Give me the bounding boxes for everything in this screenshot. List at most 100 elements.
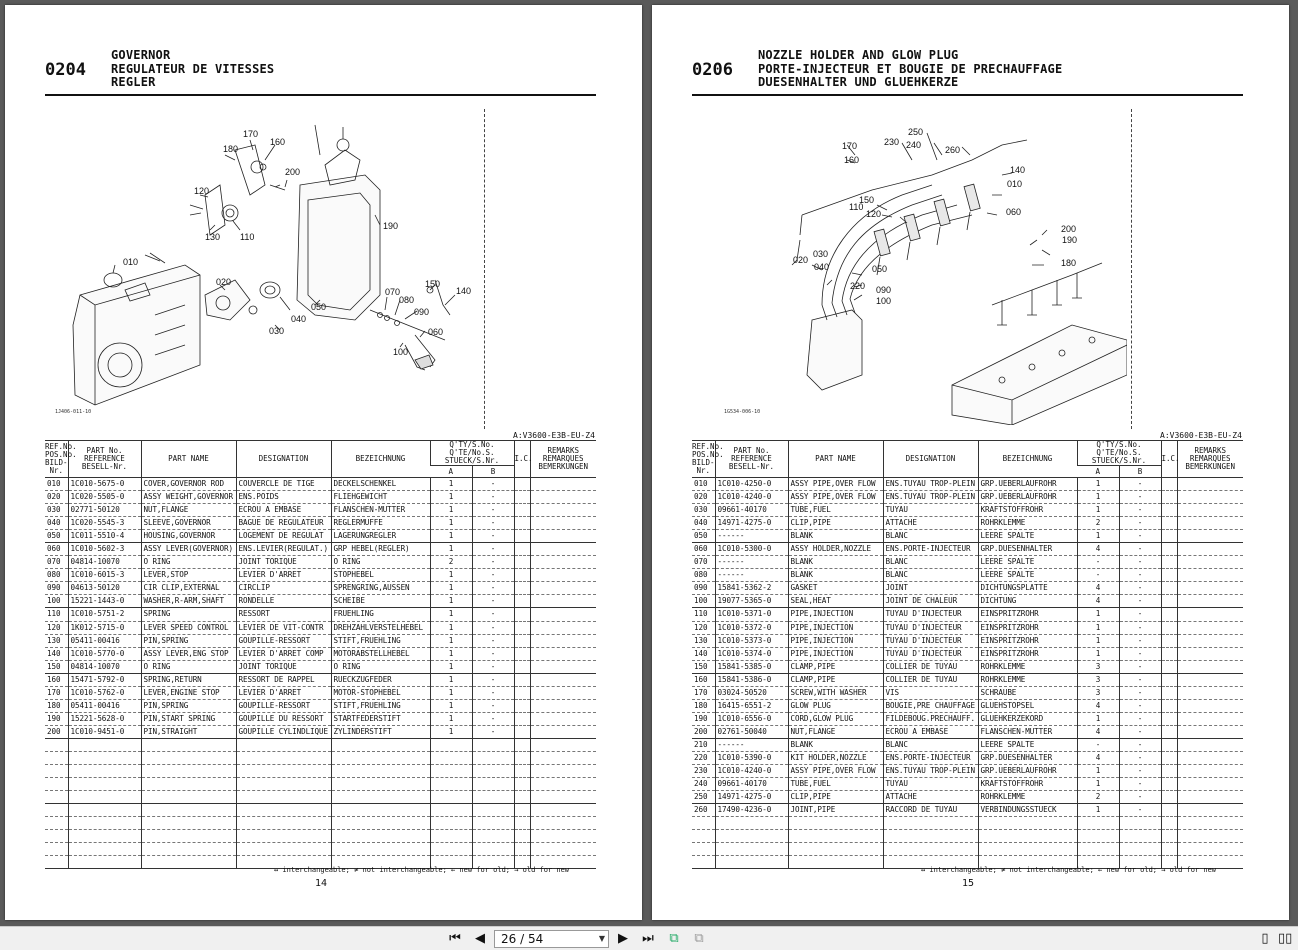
cell-designation: ENS.LEVIER(REGULAT.): [235, 542, 331, 557]
cell-ic: [1160, 529, 1177, 544]
cell-remarks: [529, 829, 596, 844]
next-page-icon[interactable]: ▶: [618, 931, 628, 946]
cell-bezeichnung: [330, 738, 430, 752]
col-qty-b-header: B: [471, 465, 514, 478]
cell-qa: 1: [429, 607, 472, 622]
cell-designation: RACCORD DE TUYAU: [882, 803, 978, 818]
cell-bezeichnung: FRUEHLING: [330, 607, 430, 622]
cell-name: PIN,STRAIGHT: [140, 725, 236, 739]
cell-qa: 1: [429, 660, 472, 674]
cell-partno: [67, 777, 141, 792]
cell-ic: [513, 490, 530, 505]
cell-qb: -: [1118, 621, 1161, 635]
cell-partno: ------: [714, 529, 788, 544]
title-en: NOZZLE HOLDER AND GLOW PLUG: [758, 48, 959, 62]
col-ref-header: REF.No.POS.No.BILD-Nr.: [692, 440, 724, 478]
cell-name: PIN,SPRING: [140, 634, 236, 648]
page-selector[interactable]: 26 / 54▼: [494, 930, 609, 948]
cell-designation: ENS.TUYAU TROP-PLEIN: [882, 477, 978, 492]
previous-page-icon[interactable]: ◀: [475, 931, 485, 946]
callout-label: 050: [872, 264, 887, 274]
cell-qa: 1: [429, 699, 472, 713]
cell-qa: 1: [429, 673, 472, 687]
cell-ic: [1160, 764, 1177, 779]
cell-qb: -: [1118, 490, 1161, 505]
cell-ic: [1160, 555, 1177, 570]
cell-designation: COLLIER DE TUYAU: [882, 673, 978, 687]
cell-bezeichnung: [330, 855, 430, 870]
cell-name: [140, 764, 236, 779]
callout-label: 240: [906, 140, 921, 150]
cell-bezeichnung: DICHTUNG: [977, 594, 1077, 609]
cell-name: COVER,GOVERNOR ROD: [140, 477, 236, 492]
cell-ic: [1160, 581, 1177, 596]
cell-partno: 05411-00416: [67, 634, 141, 648]
cell-qb: [471, 829, 514, 844]
cell-bezeichnung: LEERE SPALTE: [977, 555, 1077, 570]
exploded-parts-diagram: [72, 124, 456, 406]
cell-qa: [429, 829, 472, 844]
callout-labels: 170 160 180 200 120 130 110 190 010 020 …: [123, 129, 471, 357]
cell-ic: [513, 607, 530, 622]
forward-view-icon[interactable]: ⧉: [694, 931, 704, 946]
cell-ref: 040: [45, 516, 68, 531]
cell-qa: 1: [1076, 647, 1119, 661]
cell-qb: [471, 764, 514, 779]
cell-ref: 110: [45, 607, 68, 622]
first-page-icon[interactable]: ⏮: [449, 931, 461, 946]
cell-remarks: [1176, 660, 1243, 674]
table-row: [45, 764, 596, 779]
cell-ic: [513, 725, 530, 739]
cell-designation: [235, 816, 331, 831]
cell-ref: 080: [45, 568, 68, 583]
cell-qb: [1118, 816, 1161, 831]
cell-remarks: [1176, 673, 1243, 687]
cell-qa: [429, 751, 472, 766]
cell-qb: [1118, 829, 1161, 844]
cell-qa: 1: [1076, 503, 1119, 518]
cell-qb: -: [471, 555, 514, 570]
cell-qb: -: [1118, 777, 1161, 792]
cell-name: NUT,FLANGE: [140, 503, 236, 518]
cell-qa: 2: [1076, 790, 1119, 805]
cell-ic: [1160, 594, 1177, 609]
last-page-icon[interactable]: ⏭: [642, 931, 654, 946]
col-designation-header: DESIGNATION: [882, 440, 978, 478]
cell-qb: -: [471, 634, 514, 648]
cell-remarks: [529, 842, 596, 857]
interchangeability-legend: ↔ interchangeable; ≠ not interchangeable…: [274, 866, 570, 874]
single-page-view-icon[interactable]: ▯: [1261, 931, 1269, 946]
cell-remarks: [529, 621, 596, 635]
cell-qa: 4: [1076, 725, 1119, 739]
cell-name: CLAMP,PIPE: [787, 673, 883, 687]
cell-qb: -: [471, 673, 514, 687]
cell-qb: [471, 803, 514, 818]
table-row: [692, 829, 1243, 844]
cell-qb: -: [471, 594, 514, 609]
cell-remarks: [529, 725, 596, 739]
cell-ic: [513, 738, 530, 752]
back-view-icon[interactable]: ⧉: [669, 931, 679, 946]
cell-ref: 150: [45, 660, 68, 674]
cell-ref: 130: [692, 634, 715, 648]
cell-qb: -: [471, 542, 514, 557]
cell-name: O RING: [140, 555, 236, 570]
cell-remarks: [1176, 777, 1243, 792]
col-qty-b-header: B: [1118, 465, 1161, 478]
two-page-view-icon[interactable]: ▯▯: [1278, 931, 1293, 946]
cell-name: [140, 829, 236, 844]
section-titles: NOZZLE HOLDER AND GLOW PLUG PORTE-INJECT…: [758, 48, 1062, 90]
cell-remarks: [1176, 725, 1243, 739]
cell-partno: 1C010-5371-0: [714, 607, 788, 622]
cell-ref: [692, 855, 715, 870]
cell-partno: 1C010-6015-3: [67, 568, 141, 583]
cell-ic: [513, 634, 530, 648]
cell-ref: 050: [692, 529, 715, 544]
